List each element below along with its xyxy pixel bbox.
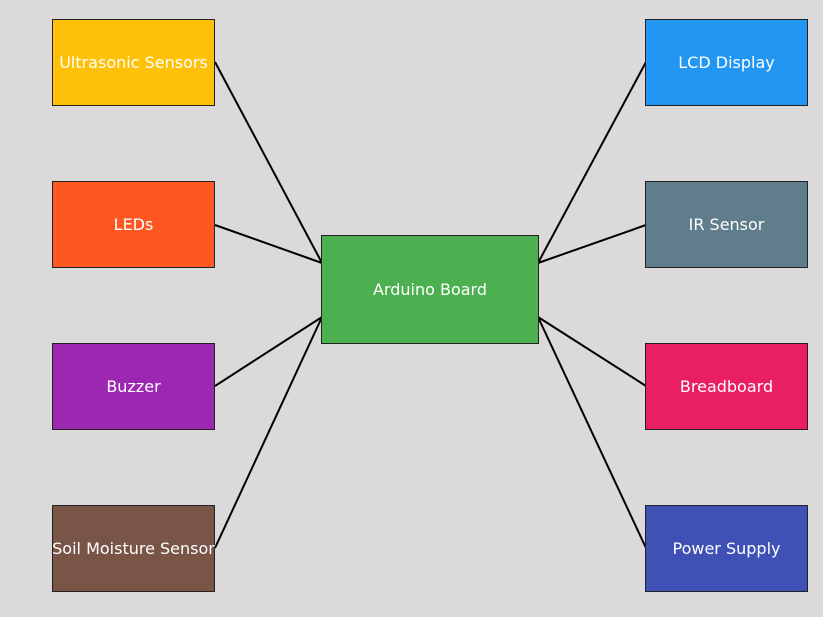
power-supply-node: Power Supply bbox=[645, 505, 808, 592]
breadboard-node: Breadboard bbox=[645, 343, 808, 430]
soil-moisture-sensor-node: Soil Moisture Sensor bbox=[52, 505, 215, 592]
buzzer-label: Buzzer bbox=[106, 377, 161, 396]
leds-node: LEDs bbox=[52, 181, 215, 268]
buzzer-node: Buzzer bbox=[52, 343, 215, 430]
arduino-board-node: Arduino Board bbox=[321, 235, 539, 344]
arduino-board-label: Arduino Board bbox=[372, 280, 488, 299]
connector-breadboard bbox=[537, 316, 647, 387]
lcd-display-node: LCD Display bbox=[645, 19, 808, 106]
ultrasonic-sensors-label: Ultrasonic Sensors bbox=[59, 53, 208, 72]
breadboard-label: Breadboard bbox=[679, 377, 774, 396]
connector-ir-sensor bbox=[537, 224, 647, 264]
ir-sensor-node: IR Sensor bbox=[645, 181, 808, 268]
power-supply-label: Power Supply bbox=[672, 539, 781, 558]
ultrasonic-sensors-node: Ultrasonic Sensors bbox=[52, 19, 215, 106]
connector-soil-moisture-sensor bbox=[214, 316, 323, 549]
lcd-display-label: LCD Display bbox=[678, 53, 775, 72]
connector-ultrasonic-sensors bbox=[214, 61, 323, 264]
leds-label: LEDs bbox=[113, 215, 154, 234]
connector-lcd-display bbox=[537, 61, 647, 264]
connector-buzzer bbox=[214, 316, 323, 387]
connector-power-supply bbox=[537, 316, 647, 549]
connector-leds bbox=[214, 224, 323, 264]
soil-moisture-sensor-label: Soil Moisture Sensor bbox=[52, 539, 215, 558]
ir-sensor-label: IR Sensor bbox=[688, 215, 765, 234]
